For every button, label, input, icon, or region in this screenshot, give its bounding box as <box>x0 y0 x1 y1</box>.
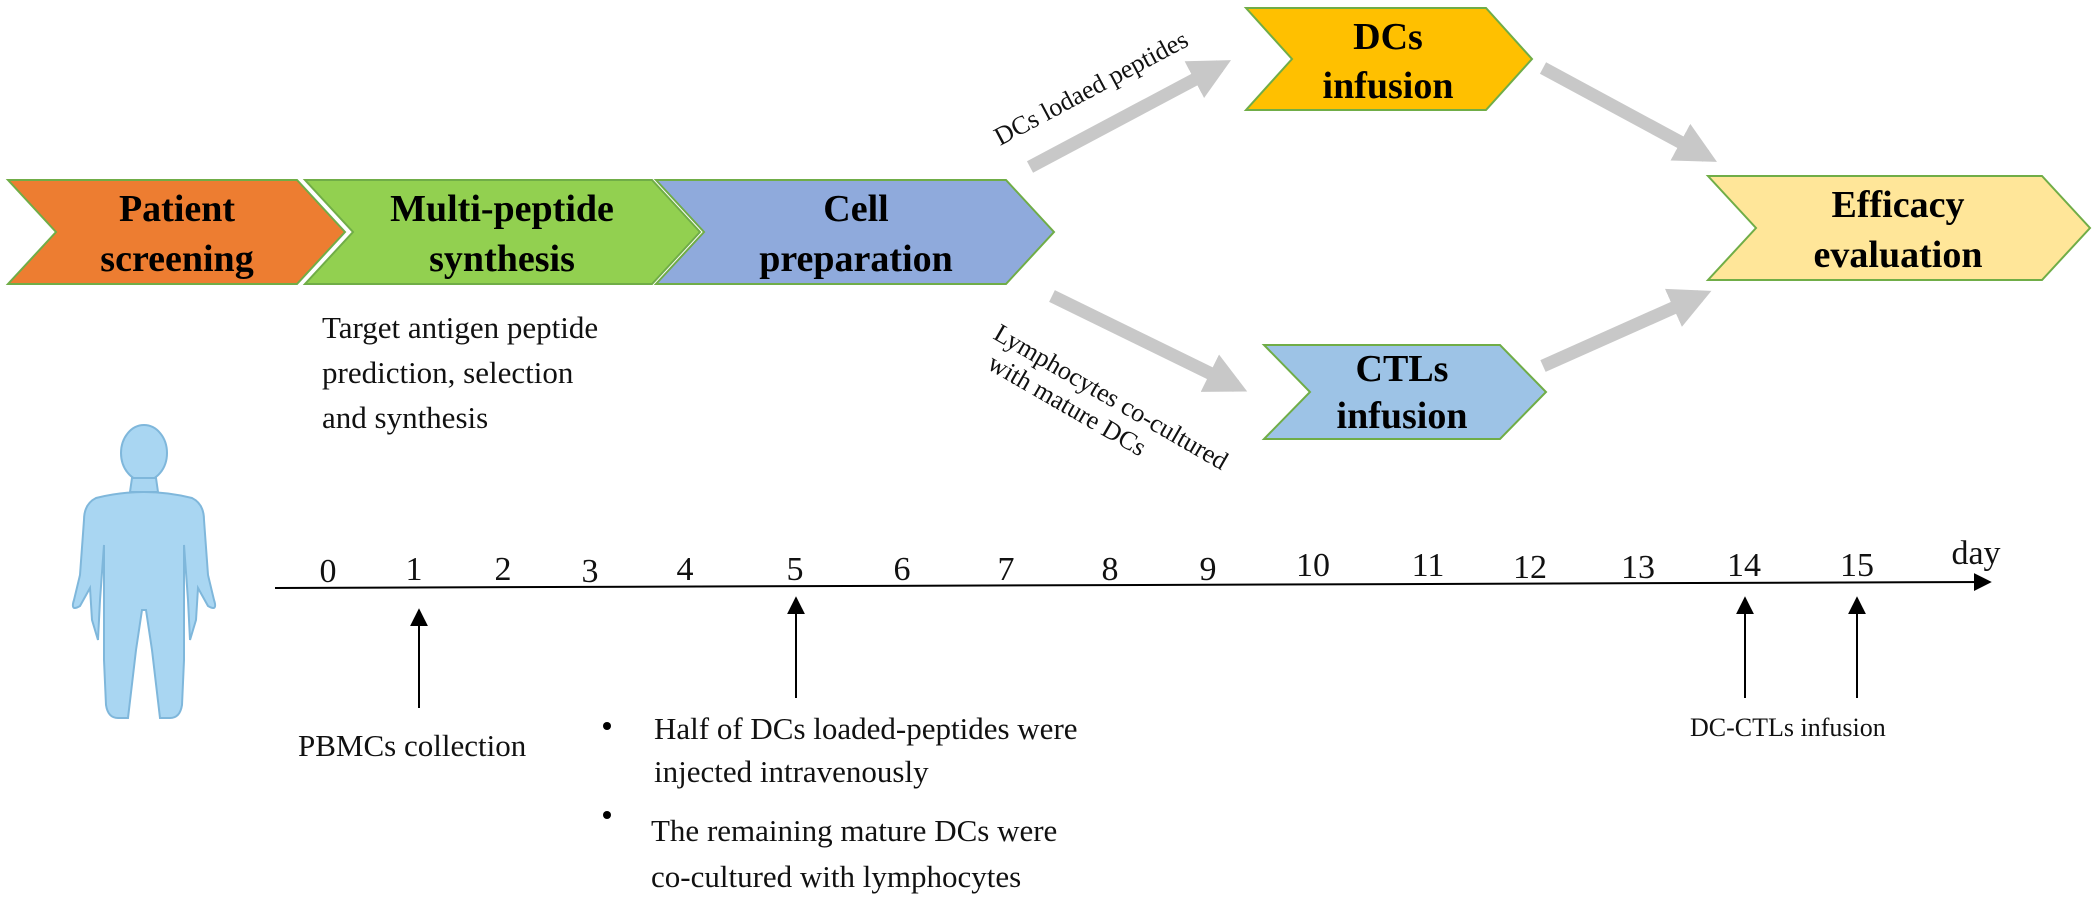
step-label-line1: CTLs <box>1356 348 1449 390</box>
flow-connectors <box>1026 60 1717 392</box>
pbmc-collection-label: PBMCs collection <box>298 728 527 763</box>
bullet2-line2: co-cultured with lymphocytes <box>651 859 1021 894</box>
chevron-shape <box>1261 344 1548 440</box>
step-patient-screening: Patient screening <box>5 179 347 285</box>
step-label-line1: Cell <box>823 188 888 230</box>
chevron-shape <box>1243 7 1534 111</box>
dc-ctls-infusion-label: DC-CTLs infusion <box>1690 713 1886 742</box>
step-label-line2: synthesis <box>429 238 575 280</box>
timeline-axis <box>274 573 1992 592</box>
tick-label-9: 9 <box>1200 551 1217 588</box>
step-label-line1: DCs <box>1353 16 1423 58</box>
tick-label-15: 15 <box>1840 547 1874 584</box>
chevron-shape <box>5 179 347 285</box>
step-label-line2: infusion <box>1323 65 1454 107</box>
tick-label-2: 2 <box>495 551 512 588</box>
tick-label-3: 3 <box>582 553 599 590</box>
chevron-shape <box>302 179 702 285</box>
tick-label-4: 4 <box>677 551 694 588</box>
tick-label-14: 14 <box>1727 547 1761 584</box>
connector-to-ctls <box>1049 290 1248 392</box>
tick-label-1: 1 <box>406 551 423 588</box>
step-dcs-infusion: DCs infusion <box>1243 7 1534 111</box>
tick-label-10: 10 <box>1296 547 1330 584</box>
tick-label-6: 6 <box>894 551 911 588</box>
note-line: Target antigen peptide <box>322 310 598 345</box>
bullet1-line2: injected intravenously <box>654 754 929 789</box>
step-label-line2: preparation <box>759 238 953 280</box>
timeline-unit-label: day <box>1951 535 2000 572</box>
step-label-line2: evaluation <box>1814 234 1983 276</box>
connector-dcs-to-efficacy <box>1539 62 1717 162</box>
tick-label-8: 8 <box>1102 551 1119 588</box>
tick-label-0: 0 <box>320 553 337 590</box>
tick-label-13: 13 <box>1621 549 1655 586</box>
step-label-line2: infusion <box>1337 395 1468 437</box>
bullet-dot <box>603 811 611 819</box>
step-efficacy-evaluation: Efficacy evaluation <box>1705 175 2092 281</box>
step-label-line1: Multi-peptide <box>390 188 614 230</box>
bullet2-line1: The remaining mature DCs were <box>651 813 1057 848</box>
step-label-line1: Patient <box>119 188 235 230</box>
bullet-dot <box>603 722 611 730</box>
connector-ctls-to-efficacy <box>1540 288 1712 372</box>
step-multi-peptide-synthesis: Multi-peptide synthesis <box>302 179 702 285</box>
note-line: and synthesis <box>322 400 488 435</box>
tick-label-12: 12 <box>1513 549 1547 586</box>
connector-to-dcs <box>1026 60 1232 173</box>
bullet1-line1: Half of DCs loaded-peptides were <box>654 711 1078 746</box>
step-label-line1: Efficacy <box>1832 184 1965 226</box>
note-line: prediction, selection <box>322 355 574 390</box>
tick-label-5: 5 <box>787 551 804 588</box>
tick-label-11: 11 <box>1412 547 1445 584</box>
step-label-line2: screening <box>100 238 253 280</box>
event-pointers <box>410 596 1866 708</box>
synthesis-note: Target antigen peptide prediction, selec… <box>322 310 598 435</box>
chevron-shape <box>1705 175 2092 281</box>
chevron-shape <box>653 179 1056 285</box>
step-cell-preparation: Cell preparation <box>653 179 1056 285</box>
timeline-ticks: 0 1 2 3 4 5 6 7 8 9 10 11 12 13 14 15 da… <box>320 535 2001 590</box>
patient-figure-icon <box>71 424 217 719</box>
tick-label-7: 7 <box>998 551 1015 588</box>
step-ctls-infusion: CTLs infusion <box>1261 344 1548 440</box>
